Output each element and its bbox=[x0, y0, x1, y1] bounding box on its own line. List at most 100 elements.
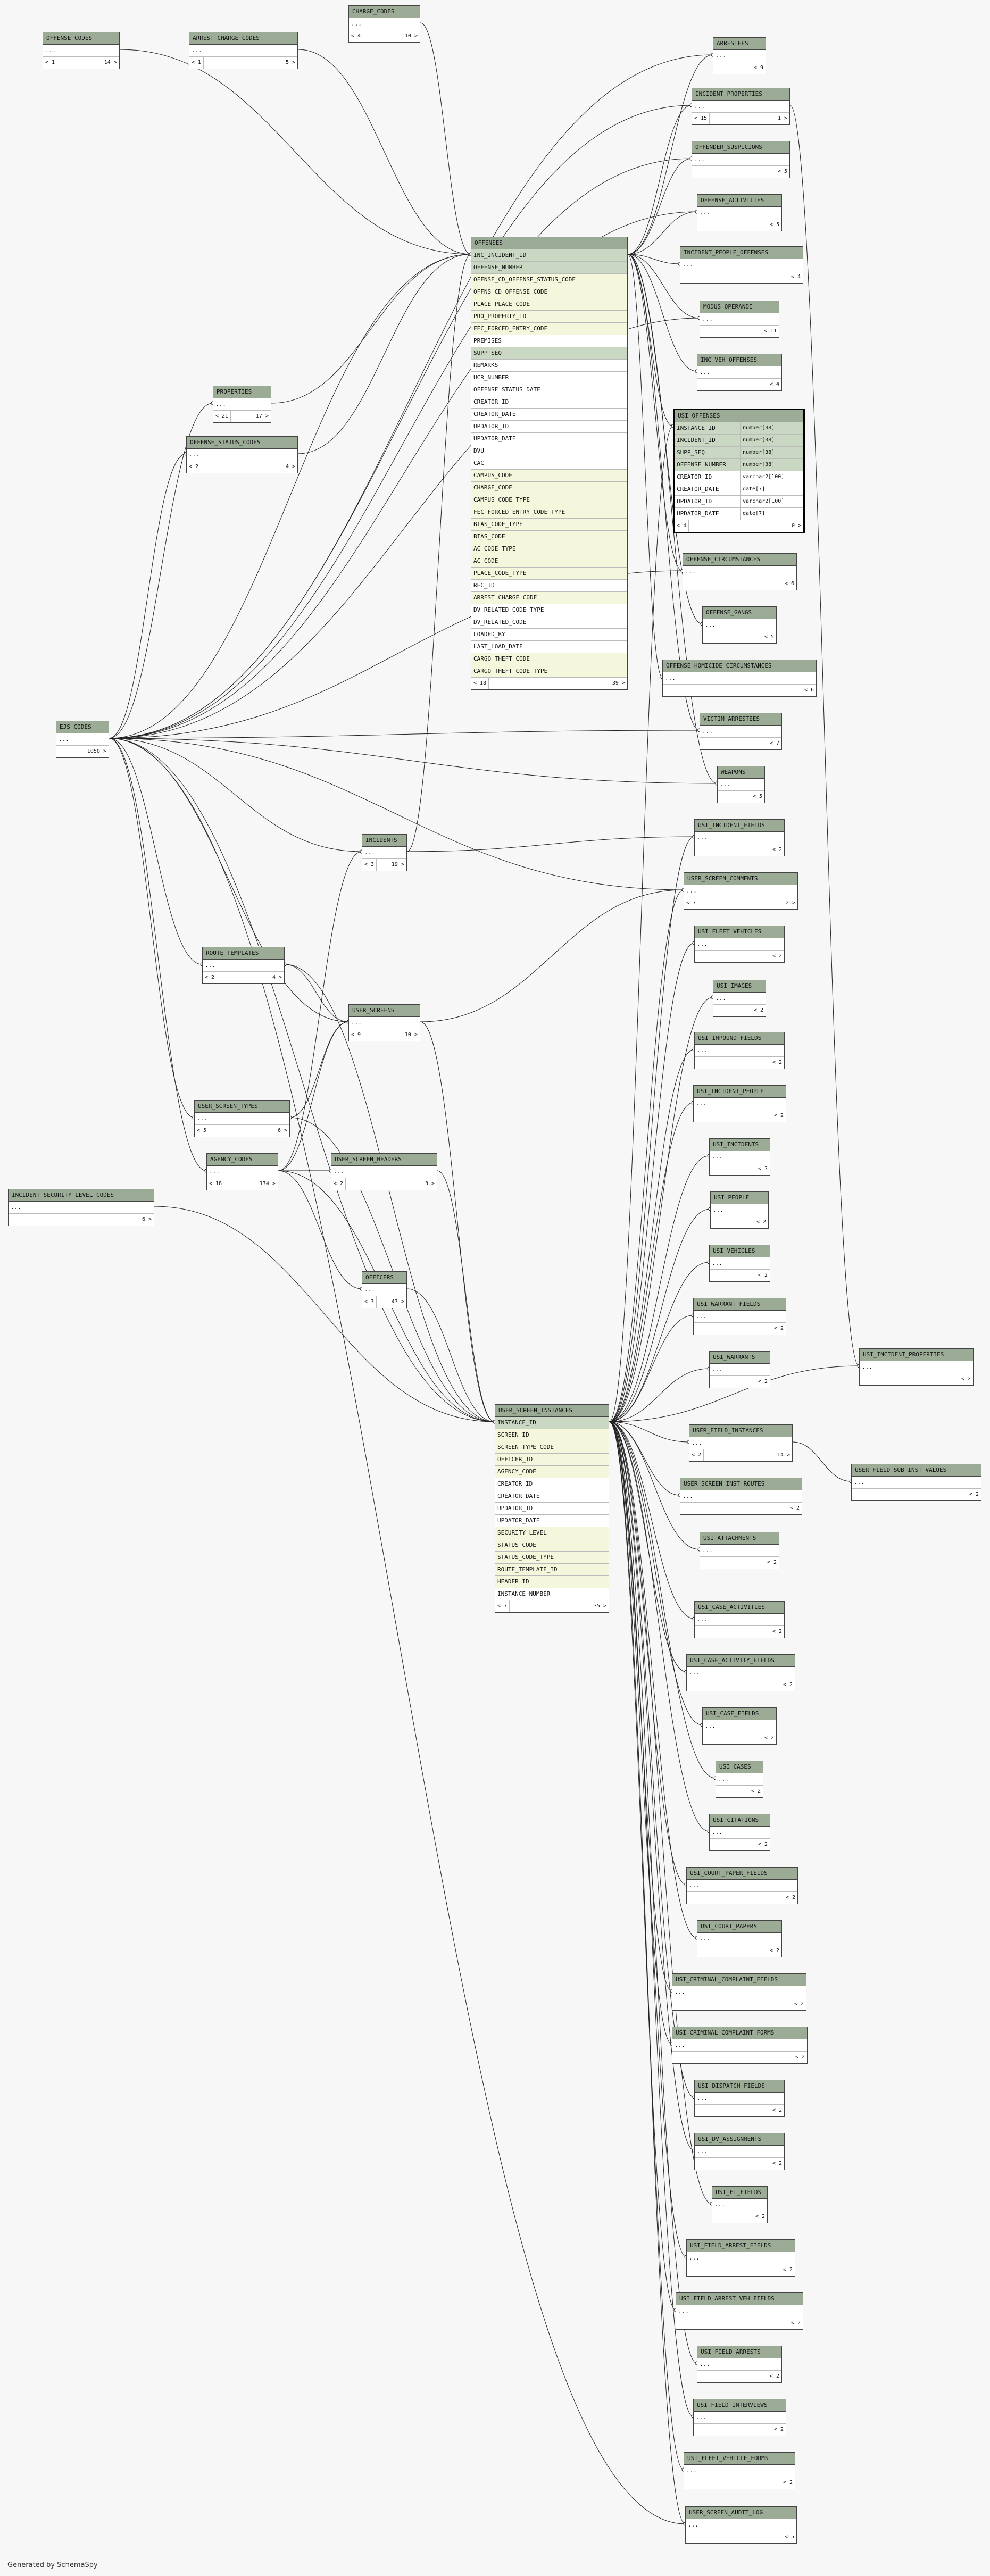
table-header[interactable]: INCIDENTS bbox=[362, 835, 406, 847]
table-usi-vehicles[interactable]: USI_VEHICLES...< 2 bbox=[709, 1245, 770, 1282]
parent-count[interactable]: < 2 bbox=[769, 2373, 779, 2379]
parent-count[interactable]: < 2 bbox=[772, 2161, 782, 2166]
table-usi-citations[interactable]: USI_CITATIONS...< 2 bbox=[709, 1814, 770, 1851]
parent-count[interactable]: < 3 bbox=[758, 1166, 768, 1172]
table-arrestees[interactable]: ARRESTEES...< 9 bbox=[713, 37, 766, 74]
table-header[interactable]: OFFENSE_STATUS_CODES bbox=[187, 437, 297, 449]
parent-count[interactable]: < 9 bbox=[349, 1029, 364, 1041]
table-header[interactable]: USI_CASE_FIELDS bbox=[703, 1708, 776, 1720]
table-user-screen-inst-routes[interactable]: USER_SCREEN_INST_ROUTES...< 2 bbox=[680, 1478, 802, 1515]
table-header[interactable]: OFFENSE_GANGS bbox=[703, 607, 776, 619]
parent-count[interactable]: < 2 bbox=[783, 2480, 793, 2486]
table-header[interactable]: USI_VEHICLES bbox=[710, 1245, 770, 1257]
table-header[interactable]: INCIDENT_PROPERTIES bbox=[692, 88, 789, 101]
parent-count[interactable]: < 2 bbox=[785, 1895, 795, 1900]
table-usi-field-arrest-veh-fields[interactable]: USI_FIELD_ARREST_VEH_FIELDS...< 2 bbox=[676, 2292, 803, 2330]
table-header[interactable]: USI_CITATIONS bbox=[710, 1814, 770, 1827]
table-header[interactable]: OFFENDER_SUSPICIONS bbox=[692, 141, 789, 154]
table-header[interactable]: INCIDENT_SECURITY_LEVEL_CODES bbox=[9, 1189, 154, 1202]
table-usi-fleet-vehicle-forms[interactable]: USI_FLEET_VEHICLE_FORMS...< 2 bbox=[684, 2452, 795, 2489]
table-header[interactable]: USI_FIELD_ARREST_FIELDS bbox=[687, 2240, 795, 2252]
table-usi-incident-people[interactable]: USI_INCIDENT_PEOPLE...< 2 bbox=[693, 1085, 786, 1122]
child-count[interactable]: 43 > bbox=[391, 1299, 404, 1305]
parent-count[interactable]: < 2 bbox=[794, 2001, 804, 2007]
table-header[interactable]: USER_SCREEN_INSTANCES bbox=[495, 1405, 609, 1417]
table-header[interactable]: USI_CASES bbox=[716, 1761, 763, 1773]
parent-count[interactable]: < 2 bbox=[783, 2267, 793, 2273]
table-header[interactable]: WEAPONS bbox=[718, 766, 764, 779]
parent-count[interactable]: < 2 bbox=[773, 1325, 784, 1331]
table-header[interactable]: USI_CASE_ACTIVITY_FIELDS bbox=[687, 1655, 795, 1667]
parent-count[interactable]: < 6 bbox=[804, 687, 814, 693]
child-count[interactable]: 10 > bbox=[404, 1032, 418, 1038]
parent-count[interactable]: < 5 bbox=[752, 794, 762, 799]
table-header[interactable]: INCIDENT_PEOPLE_OFFENSES bbox=[680, 247, 803, 259]
parent-count[interactable]: < 18 bbox=[207, 1178, 225, 1190]
parent-count[interactable]: < 2 bbox=[751, 1788, 761, 1794]
child-count[interactable]: 4 > bbox=[272, 974, 282, 980]
table-header[interactable]: USI_COURT_PAPER_FIELDS bbox=[687, 1868, 797, 1880]
table-usi-fi-fields[interactable]: USI_FI_FIELDS...< 2 bbox=[712, 2186, 768, 2223]
table-usi-case-fields[interactable]: USI_CASE_FIELDS...< 2 bbox=[702, 1707, 777, 1745]
child-count[interactable]: 35 > bbox=[593, 1603, 606, 1609]
child-count[interactable]: 5 > bbox=[285, 60, 295, 65]
parent-count[interactable]: < 15 bbox=[692, 113, 710, 124]
parent-count[interactable]: < 2 bbox=[772, 847, 782, 853]
table-usi-dv-assignments[interactable]: USI_DV_ASSIGNMENTS...< 2 bbox=[694, 2133, 785, 2170]
parent-count[interactable]: < 2 bbox=[758, 1379, 768, 1385]
table-offense-homicide-circumstances[interactable]: OFFENSE_HOMICIDE_CIRCUMSTANCES...< 6 bbox=[662, 660, 817, 697]
table-usi-attachments[interactable]: USI_ATTACHMENTS...< 2 bbox=[700, 1532, 779, 1569]
table-usi-case-activities[interactable]: USI_CASE_ACTIVITIES...< 2 bbox=[694, 1601, 785, 1638]
child-count[interactable]: 1050 > bbox=[87, 748, 106, 754]
child-count[interactable]: 10 > bbox=[404, 33, 418, 39]
table-usi-people[interactable]: USI_PEOPLE...< 2 bbox=[710, 1191, 769, 1229]
table-incident-security-level-codes[interactable]: INCIDENT_SECURITY_LEVEL_CODES...6 > bbox=[8, 1189, 154, 1226]
parent-count[interactable]: < 5 bbox=[777, 169, 787, 174]
table-header[interactable]: USER_SCREEN_COMMENTS bbox=[684, 873, 797, 885]
parent-count[interactable]: < 2 bbox=[783, 1682, 793, 1688]
table-header[interactable]: USER_SCREENS bbox=[349, 1005, 420, 1017]
child-count[interactable]: 17 > bbox=[255, 413, 269, 419]
parent-count[interactable]: < 2 bbox=[791, 2320, 801, 2326]
table-header[interactable]: USI_IMPOUND_FIELDS bbox=[695, 1032, 784, 1045]
parent-count[interactable]: < 2 bbox=[769, 1948, 779, 1954]
table-header[interactable]: USI_COURT_PAPERS bbox=[697, 1921, 781, 1933]
parent-count[interactable]: < 2 bbox=[758, 1841, 768, 1847]
parent-count[interactable]: < 2 bbox=[795, 2054, 805, 2060]
child-count[interactable]: 14 > bbox=[777, 1452, 790, 1458]
table-header[interactable]: USI_FIELD_INTERVIEWS bbox=[694, 2399, 786, 2412]
parent-count[interactable]: < 2 bbox=[187, 461, 202, 473]
parent-count[interactable]: < 2 bbox=[772, 1060, 782, 1065]
parent-count[interactable]: < 11 bbox=[763, 328, 777, 334]
parent-count[interactable]: < 2 bbox=[772, 953, 782, 959]
table-header[interactable]: USER_FIELD_SUB_INST_VALUES bbox=[852, 1464, 981, 1477]
table-header[interactable]: OFFENSE_CIRCUMSTANCES bbox=[683, 554, 796, 566]
table-usi-incidents[interactable]: USI_INCIDENTS...< 3 bbox=[709, 1138, 770, 1176]
table-header[interactable]: ROUTE_TEMPLATES bbox=[203, 947, 284, 960]
table-usi-warrant-fields[interactable]: USI_WARRANT_FIELDS...< 2 bbox=[693, 1298, 786, 1335]
parent-count[interactable]: < 5 bbox=[764, 634, 774, 640]
table-usi-impound-fields[interactable]: USI_IMPOUND_FIELDS...< 2 bbox=[694, 1032, 785, 1069]
table-header[interactable]: USI_CRIMINAL_COMPLAINT_FIELDS bbox=[672, 1974, 806, 1986]
table-header[interactable]: ARRESTEES bbox=[713, 38, 766, 50]
table-victim-arrestees[interactable]: VICTIM_ARRESTEES...< 7 bbox=[700, 713, 782, 750]
table-usi-warrants[interactable]: USI_WARRANTS...< 2 bbox=[709, 1351, 770, 1388]
table-header[interactable]: USI_INCIDENT_PROPERTIES bbox=[860, 1349, 973, 1361]
child-count[interactable]: 6 > bbox=[142, 1216, 152, 1222]
child-count[interactable]: 19 > bbox=[391, 862, 404, 868]
table-usi-field-arrest-fields[interactable]: USI_FIELD_ARREST_FIELDS...< 2 bbox=[686, 2239, 795, 2277]
table-header[interactable]: USI_IMAGES bbox=[713, 980, 766, 993]
table-header[interactable]: USI_WARRANTS bbox=[710, 1352, 770, 1364]
parent-count[interactable]: < 2 bbox=[789, 1505, 800, 1511]
table-header[interactable]: VICTIM_ARRESTEES bbox=[700, 713, 781, 726]
